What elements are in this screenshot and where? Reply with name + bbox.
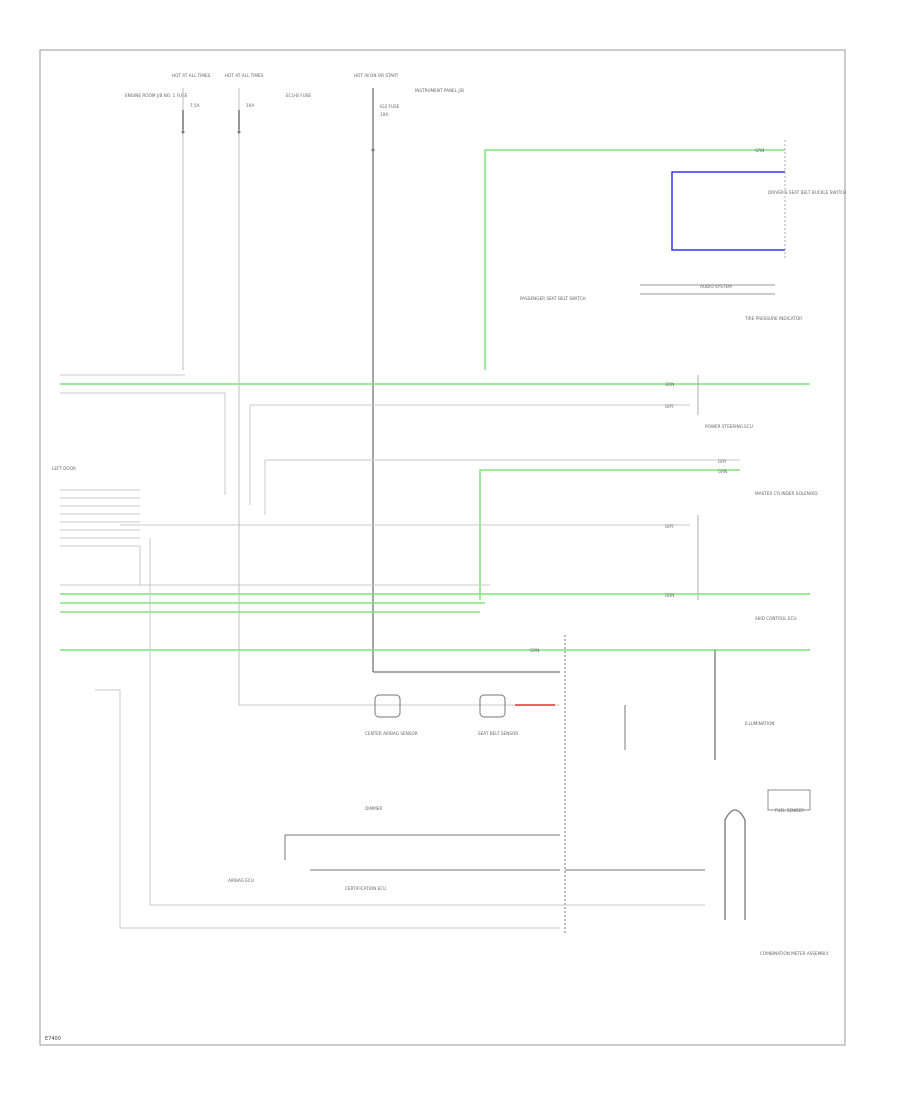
footer-code: E7400 [45, 1036, 61, 1042]
smart-key-label: CERTIFICATION ECU [345, 886, 386, 891]
wire-label-gry-2: GRY [718, 459, 727, 464]
fuse-1-title: HOT AT ALL TIMES [172, 73, 211, 78]
seat-position-label: SEAT BELT SENSOR [478, 731, 518, 736]
brake-ecu-label: SKID CONTROL ECU [755, 616, 797, 621]
diagram-frame [39, 49, 846, 1046]
fuse-1-group: HOT AT ALL TIMES ENGINE ROOM J/B NO. 1 F… [125, 73, 211, 370]
master-cyl-label: MASTER CYLINDER SOLENOID [755, 491, 818, 496]
fuse-3-box: INSTRUMENT PANEL J/B [415, 88, 464, 93]
fuse-2-amp: 10A [246, 103, 254, 108]
wire-label-grn-5: GRN [530, 648, 539, 653]
fuse-2-title: HOT AT ALL TIMES [225, 73, 264, 78]
lower-components: CENTER AIRBAG SENSOR SEAT BELT SENSOR IL… [95, 635, 829, 956]
seatbelt-buckle-label: DRIVER'S SEAT BELT BUCKLE SWITCH [768, 190, 846, 195]
combination-meter-label: COMBINATION METER ASSEMBLY [760, 951, 829, 956]
fuel-sender-label: FUEL SENDER [775, 808, 804, 813]
left-connector: LEFT DOOR [52, 466, 151, 905]
wire-label-gry-1: GRY [665, 404, 674, 409]
fuse-2-group: HOT AT ALL TIMES ECU-B FUSE 10A [225, 73, 311, 705]
left-door-label: LEFT DOOR [52, 466, 76, 471]
dimmer-label: DIMMER [365, 806, 382, 811]
airbag-ecu-label: AIRBAG ECU [228, 878, 254, 883]
fuse-1-desc: ENGINE ROOM J/B NO. 1 FUSE [125, 93, 188, 98]
fuse-2-desc: ECU-B FUSE [286, 93, 311, 98]
fuse-3-amp: 10A [380, 112, 388, 117]
wire-label-gry-3: GRY [665, 524, 674, 529]
tire-indicator-label: TIRE PRESSURE INDICATOR [744, 316, 802, 321]
fuse-3-group: HOT IN ON OR START INSTRUMENT PANEL J/B … [354, 73, 464, 672]
fuse-3-title: HOT IN ON OR START [354, 73, 399, 78]
fuse-1-amp: 7.5A [190, 103, 200, 108]
wire-label-grn-3: GRN [718, 469, 727, 474]
wire-label-grn-4: GRN [665, 593, 674, 598]
audio-label: AUDIO SYSTEM [700, 284, 732, 289]
seatbelt-buckle-group: GRN DRIVER'S SEAT BELT BUCKLE SWITCH AUD… [484, 140, 846, 370]
power-steering-label: POWER STEERING ECU [705, 424, 753, 429]
harness-lines: GRN GRY POWER STEERING ECU GRY GRN MASTE… [60, 374, 818, 673]
passenger-switch-label: PASSENGER SEAT BELT SWITCH [520, 296, 586, 301]
fuse-3-desc: IG2 FUSE [380, 104, 400, 109]
illumination-label: ILLUMINATION [745, 721, 775, 726]
center-ecu-label: CENTER AIRBAG SENSOR [365, 731, 418, 736]
wire-label-grn-1: GRN [755, 148, 764, 153]
wire-label-grn-2: GRN [665, 382, 674, 387]
